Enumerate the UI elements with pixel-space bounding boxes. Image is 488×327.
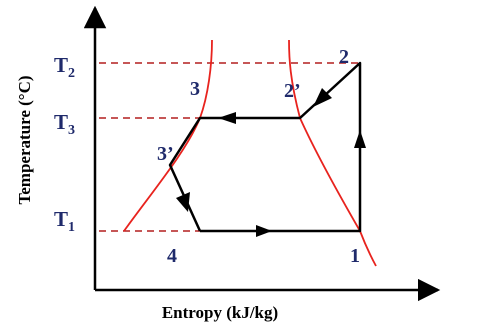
level-label-t3: T3 — [54, 110, 75, 138]
saturated-liquid-curve — [123, 39, 213, 232]
point-label-3prime: 3’ — [157, 143, 174, 165]
level-label-t2: T2 — [54, 53, 75, 81]
arrow-3prime-to-4 — [176, 192, 190, 212]
arrow-2-to-2prime — [313, 88, 332, 107]
arrow-4-to-1 — [256, 225, 272, 237]
point-label-3: 3 — [190, 78, 200, 100]
point-label-2: 2 — [339, 46, 349, 68]
y-axis-title: Temperature (°C) — [15, 75, 34, 204]
arrow-2prime-to-3 — [218, 112, 236, 124]
level-label-t1: T1 — [54, 207, 75, 235]
point-label-2prime: 2’ — [284, 80, 301, 102]
x-axis-title: Entropy (kJ/kg) — [162, 303, 278, 322]
point-label-4: 4 — [167, 245, 177, 267]
arrow-1-to-2 — [354, 130, 366, 148]
saturated-vapor-curve — [288, 39, 377, 267]
cycle-path — [168, 61, 362, 233]
point-label-1: 1 — [350, 245, 360, 267]
